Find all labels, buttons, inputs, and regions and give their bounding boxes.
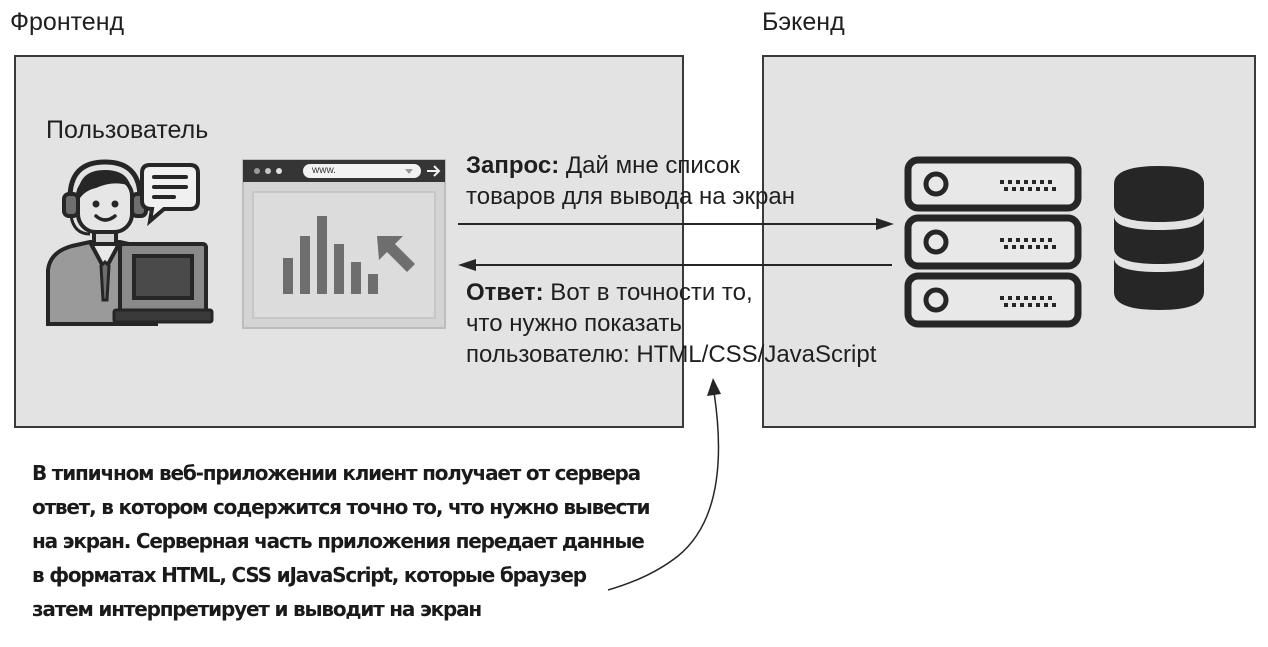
backend-label: Бэкенд: [762, 8, 845, 36]
browser-window-icon: [242, 159, 446, 329]
request-text-line1: Дай мне список: [559, 152, 740, 179]
caption-line: ответ, в котором содержится точно то, чт…: [32, 495, 651, 519]
exchange-arrows: [458, 214, 894, 274]
response-text-line3: пользователю: HTML/CSS/JavaScript: [466, 341, 877, 368]
request-title: Запрос:: [466, 152, 560, 179]
caption: В типичном веб-приложении клиент получае…: [32, 456, 651, 626]
caption-line: на экран. Серверная часть приложения пер…: [32, 529, 645, 553]
response-message: Ответ: Вот в точности то, что нужно пока…: [466, 277, 876, 370]
response-text-line2: что нужно показать: [466, 310, 682, 337]
database-icon: [1114, 166, 1204, 310]
response-title: Ответ:: [466, 279, 544, 306]
caption-line: в форматах HTML, CSS иJavaScript, которы…: [32, 563, 587, 587]
chat-bubble-icon: [140, 163, 200, 227]
frontend-label: Фронтенд: [10, 8, 125, 36]
user-label: Пользователь: [46, 116, 209, 144]
caption-line: В типичном веб-приложении клиент получае…: [32, 461, 641, 485]
caption-pointer-arrow: [600, 372, 740, 592]
caption-line: затем интерпретирует и выводит на экран: [32, 597, 482, 621]
server-rack-icon: [904, 156, 1082, 328]
request-message: Запрос: Дай мне список товаров для вывод…: [466, 150, 795, 212]
request-text-line2: товаров для вывода на экран: [466, 183, 795, 210]
browser-url-text: www.: [312, 165, 336, 176]
user-at-laptop-icon: [44, 150, 214, 326]
response-text-line1: Вот в точности то,: [543, 279, 753, 306]
